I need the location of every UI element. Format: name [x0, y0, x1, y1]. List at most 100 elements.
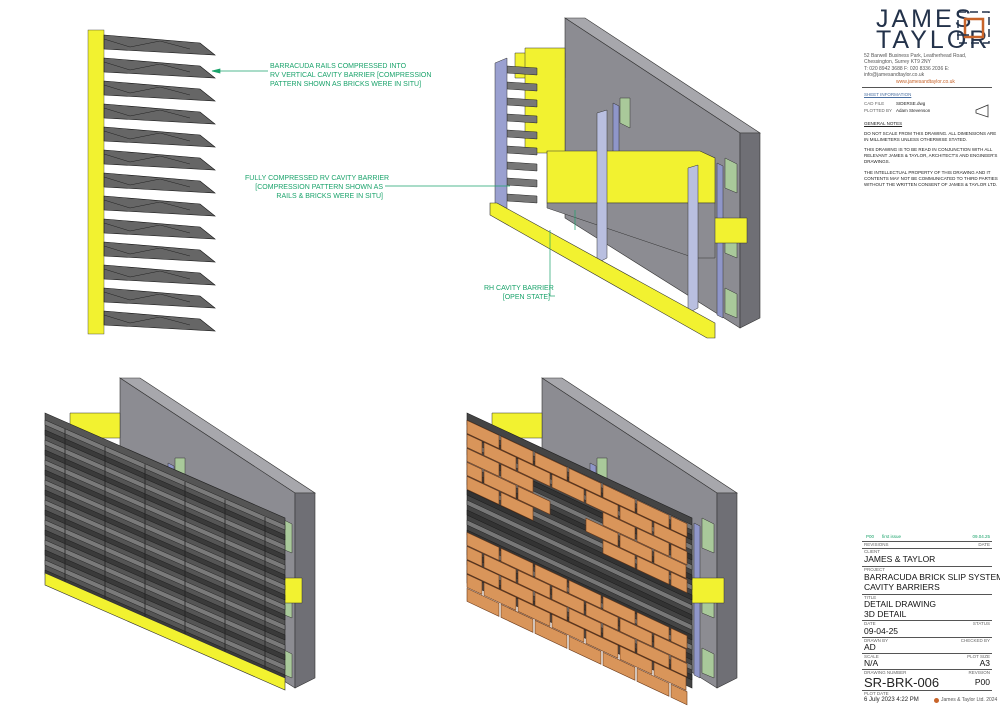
annotation-line: [COMPRESSION PATTERN SHOWN AS: [255, 184, 383, 191]
rail-hatch: [103, 153, 191, 165]
brick: [670, 655, 688, 678]
plot-size-label: PLOT SIZE: [967, 654, 990, 659]
checked-by-label: CHECKED BY: [960, 638, 990, 643]
brick: [483, 581, 517, 611]
rail-hatch: [103, 245, 191, 257]
brick: [517, 569, 551, 599]
brick: [466, 559, 500, 589]
rail: [103, 126, 216, 148]
title-line-2: 3D DETAIL: [864, 609, 907, 619]
brick: [500, 491, 534, 521]
brick: [602, 595, 636, 625]
drawing-number: SR-BRK-006: [864, 675, 940, 690]
project-line-1: BARRACUDA BRICK SLIP SYSTEM: [864, 572, 1000, 582]
address: 52 Barwell Business Park, Leatherhead Ro…: [864, 53, 967, 65]
plot-date-value: 6 July 2023 4:22 PM: [864, 697, 919, 703]
brick: [653, 521, 687, 551]
brick: [568, 467, 602, 497]
brick: [466, 531, 500, 561]
rail: [103, 195, 216, 217]
annotation-line: RAILS & BRICKS WERE IN SITU]: [276, 193, 383, 200]
brick: [653, 633, 687, 663]
note-line: DRAWINGS.: [864, 159, 890, 164]
annotation-line: RH CAVITY BARRIER: [484, 285, 554, 292]
brick: [602, 483, 636, 513]
note-line: WITHOUT THE WRITTEN CONSENT OF JAMES & T…: [864, 182, 998, 187]
scale-value: N/A: [864, 658, 879, 668]
logo-james: JAMES: [876, 5, 975, 33]
brick: [534, 563, 568, 593]
brick: [517, 597, 551, 627]
brick: [500, 575, 534, 605]
brick: [568, 635, 602, 665]
rail-hatch: [103, 61, 191, 73]
rail: [103, 80, 216, 102]
brick: [483, 441, 517, 471]
rail: [103, 57, 216, 79]
annotation-line: BARRACUDA RAILS COMPRESSED INTO: [270, 63, 407, 70]
rail: [466, 509, 693, 621]
brick: [653, 549, 687, 579]
note-line: IN MILLIMETERS UNLESS OTHERWISE STATED.: [864, 137, 968, 142]
brick: [466, 587, 500, 617]
rail-hatch: [103, 84, 191, 96]
plot-size-value: A3: [979, 658, 990, 668]
brick: [551, 613, 585, 643]
rail-hatch: [103, 176, 191, 188]
date-label: DATE: [864, 621, 876, 626]
brick: [517, 485, 551, 515]
brick: [636, 499, 670, 529]
note-line: THIS DRAWING IS TO BE READ IN CONJUNCTIO…: [864, 147, 993, 152]
brick: [466, 433, 483, 455]
brick: [551, 585, 585, 615]
rail: [466, 499, 693, 611]
brick: [585, 517, 619, 547]
brick: [636, 527, 670, 557]
client-value: JAMES & TAYLOR: [864, 554, 936, 564]
revision-label: REVISION: [968, 670, 990, 675]
drawn-by-value: AD: [864, 642, 876, 652]
detail-rails-installed: [44, 377, 316, 691]
general-notes-heading: GENERAL NOTES: [864, 121, 903, 126]
rail: [103, 310, 216, 332]
rail: [466, 519, 693, 631]
annotation-line: PATTERN SHOWN AS BRICKS WERE IN SITU]: [270, 81, 422, 88]
brick: [517, 457, 551, 487]
note-1: DO NOT SCALE FROM THIS DRAWING. ALL DIME…: [864, 131, 996, 143]
brick: [534, 451, 568, 481]
rail-hatch: [103, 199, 191, 211]
detail-bricks-installed: [466, 377, 738, 706]
rail: [103, 172, 216, 194]
annotation-line: RV VERTICAL CAVITY BARRIER [COMPRESSION: [270, 72, 432, 79]
brick: [619, 533, 653, 563]
brick: [602, 651, 636, 681]
title-block: JAMES TAYLOR 52 Barwell Business Park, L…: [862, 0, 1000, 707]
website-link[interactable]: www.jamesandtaylor.co.uk: [896, 79, 955, 85]
brick: [585, 601, 619, 631]
brick: [619, 505, 653, 535]
rail: [103, 218, 216, 240]
plot-date-label: PLOT DATE: [864, 691, 889, 696]
brick: [670, 683, 688, 706]
revision-code: P00: [866, 534, 875, 539]
annotation-fully-compressed: FULLY COMPRESSED RV CAVITY BARRIER [COMP…: [245, 174, 389, 201]
rail-hatch: [103, 314, 191, 326]
leader-lines: [211, 68, 576, 297]
brick: [585, 629, 619, 659]
cad-file-label: CAD FILE: [864, 101, 885, 106]
rail-hatch: [103, 291, 191, 303]
rail-hatch: [103, 38, 191, 50]
title-line-1: DETAIL DRAWING: [864, 599, 936, 609]
logo-mark-icon: [957, 11, 990, 44]
note-2: THIS DRAWING IS TO BE READ IN CONJUNCTIO…: [864, 147, 997, 165]
rail-hatch: [103, 222, 191, 234]
brick: [653, 661, 687, 691]
brick: [466, 475, 500, 505]
north-arrow-icon: [975, 104, 989, 118]
logo-taylor: TAYLOR: [876, 26, 991, 54]
brick: [585, 489, 619, 519]
brick: [466, 447, 500, 477]
brick: [466, 419, 500, 449]
brick: [534, 619, 568, 649]
annotation-rails-compressed: BARRACUDA RAILS COMPRESSED INTO RV VERTI…: [270, 62, 431, 89]
